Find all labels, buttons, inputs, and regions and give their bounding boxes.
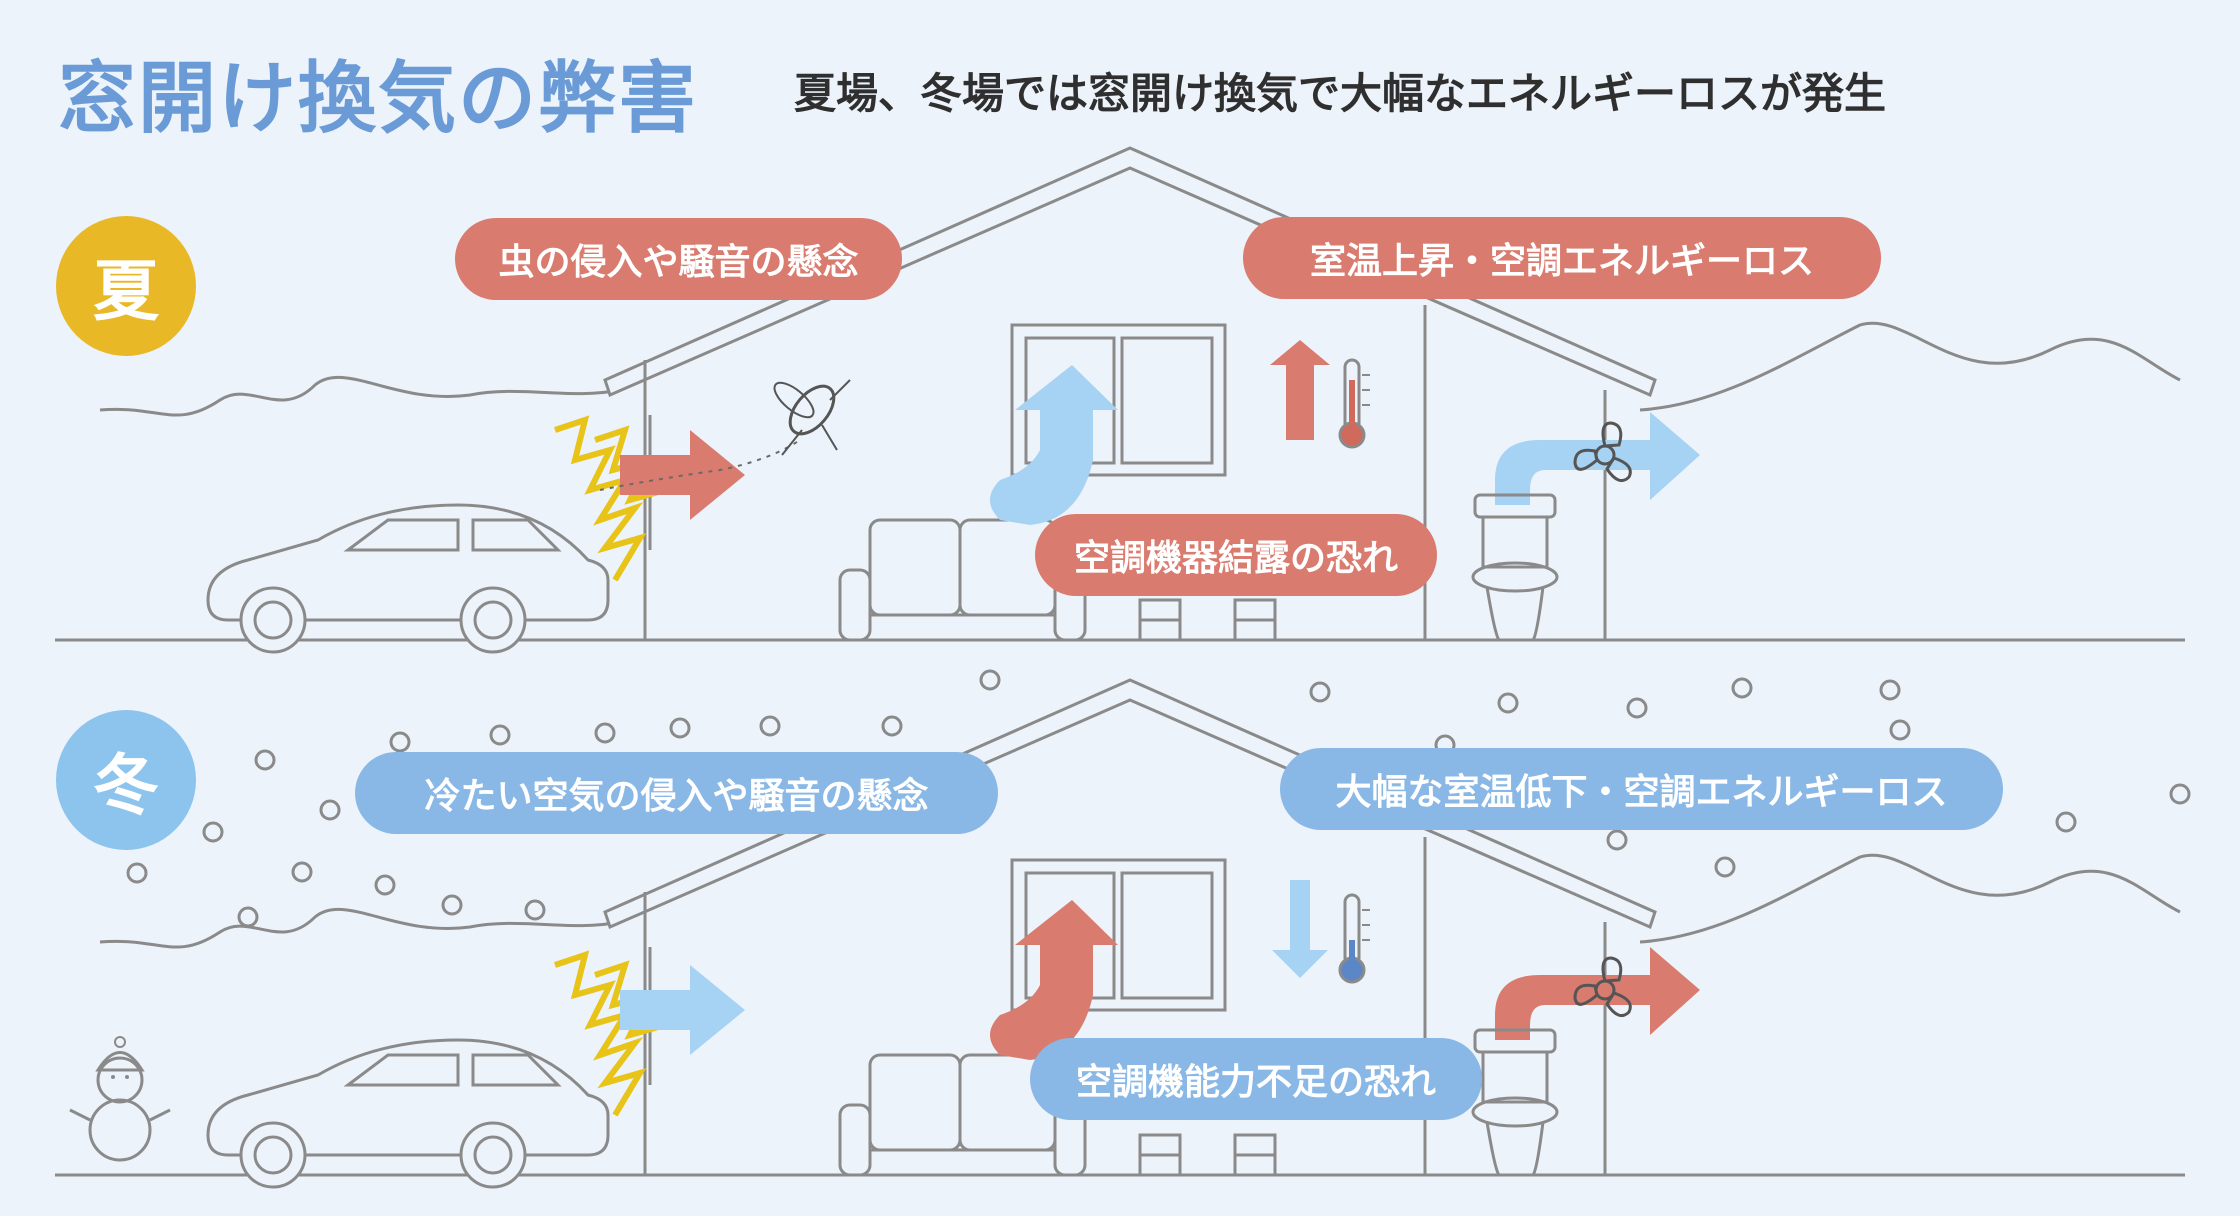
thermometer-icon <box>1338 893 1370 984</box>
callout-capacity-shortage: 空調機能力不足の恐れ <box>1030 1038 1482 1120</box>
rise-arrow <box>1270 340 1330 440</box>
winter-scene <box>55 669 2191 1189</box>
house-icon <box>603 146 1657 640</box>
callout-insects-noise: 虫の侵入や騒音の懸念 <box>455 218 902 300</box>
mountain-right-winter <box>1639 853 2181 944</box>
mountain-left-winter <box>99 907 621 949</box>
summer-scene <box>55 146 2185 654</box>
callout-cold-air-noise: 冷たい空気の侵入や騒音の懸念 <box>355 752 998 834</box>
page-subtitle: 夏場、冬場では窓開け換気で大幅なエネルギーロスが発生 <box>794 69 1887 118</box>
car-icon <box>206 503 610 654</box>
mosquito-icon <box>773 379 851 456</box>
cold-inflow-arrow <box>620 965 745 1055</box>
drop-arrow <box>1272 880 1328 978</box>
warm-air-arrow-up-winter <box>990 900 1118 1060</box>
callout-condensation: 空調機器結露の恐れ <box>1035 514 1437 596</box>
snowflake-icon <box>126 669 2191 928</box>
toilet-icon <box>1471 493 1559 642</box>
dotted-path <box>599 439 801 491</box>
winter-badge: 冬 <box>56 710 196 850</box>
callout-temp-drop: 大幅な室温低下・空調エネルギーロス <box>1280 748 2003 830</box>
mountain-left <box>99 375 621 417</box>
page-title: 窓開け換気の弊害 <box>58 54 699 144</box>
warm-air-arrow-up <box>990 365 1118 525</box>
snowman-icon <box>69 1036 171 1162</box>
summer-badge: 夏 <box>56 216 196 356</box>
toilet-icon <box>1471 1028 1559 1177</box>
thermometer-icon <box>1338 358 1370 449</box>
mountain-right <box>1639 321 2181 412</box>
house-icon <box>603 678 1657 1175</box>
car-icon <box>206 1038 610 1189</box>
callout-temp-rise: 室温上昇・空調エネルギーロス <box>1243 217 1881 299</box>
